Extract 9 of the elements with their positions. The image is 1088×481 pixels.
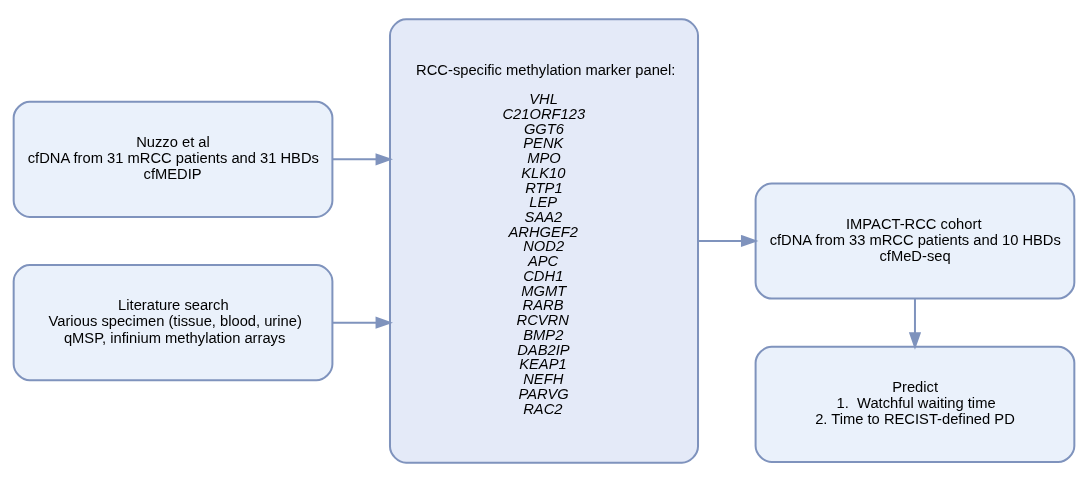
- arrow: [332, 316, 393, 329]
- node-box: Literature search Various specimen (tissue, blood, urine) qMSP, infinium methylation arrays: [12, 263, 334, 381]
- arrow: [332, 152, 393, 165]
- arrow: [908, 298, 922, 350]
- node-box: IMPACT-RCC cohort cfDNA from 33 mRCC patients and 10 HBDs cfMeD-seq: [754, 181, 1076, 300]
- node-box: Predict 1. Watchful waiting time 2. Time to RECIST-defined PD: [754, 345, 1076, 463]
- arrow: [698, 234, 759, 247]
- node-box: Nuzzo et al cfDNA from 31 mRCC patients and 31 HBDs cfMEDIP: [12, 100, 334, 218]
- node-box: RCC-specific methylation marker panel: VHL C21ORF123 GGT6 PENK MPO KLK10 RTP1 LEP SAA2 ARHGEF2 NOD2 APC CDH1 MGMT RARB RCVRN BMP2 DAB2IP KEAP1 NEFH PARVG RAC2: [389, 17, 699, 464]
